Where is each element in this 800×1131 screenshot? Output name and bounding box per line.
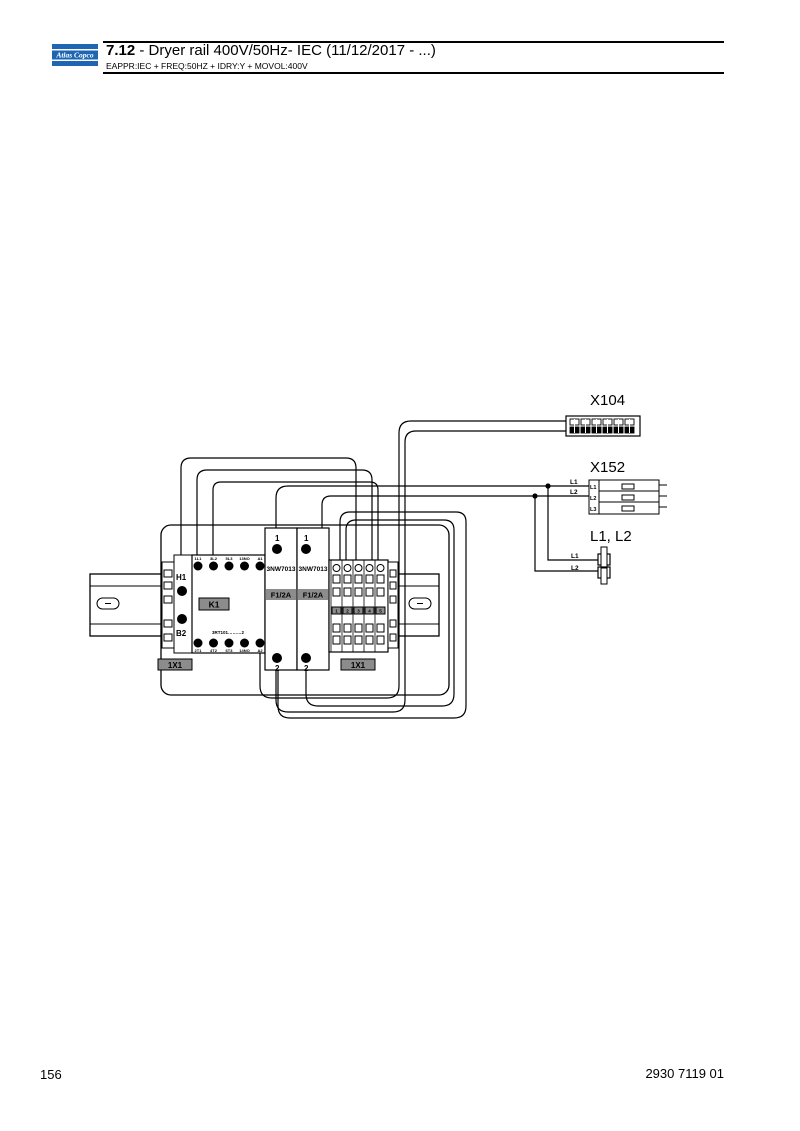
breaker-1-model: 3NW7013: [267, 566, 296, 573]
terminal-slot: [343, 574, 352, 584]
rail-label-1x1-right: 1X1: [351, 661, 366, 670]
page-title: 7.12 - Dryer rail 400V/50Hz- IEC (11/12/…: [106, 42, 436, 60]
k1-bottom-pin: [224, 638, 234, 648]
mounting-plate-outline: [160, 524, 450, 696]
header-top-rule: [103, 41, 724, 43]
terminal-h1-label: H1: [176, 573, 187, 582]
atlas-copco-logo: Atlas Copco: [52, 44, 98, 66]
connector-l1-l2: L1, L2 L1 L2: [571, 528, 632, 585]
k1-top-pin: [255, 561, 265, 571]
k1-top-pins: 1L1 3L2 5L3 13NO A1: [193, 556, 265, 571]
breaker-1-fuse: F1/2A: [271, 591, 292, 600]
k1-bottom-pin-label: 4T2: [210, 648, 218, 653]
header-bottom-rule: [103, 72, 724, 74]
k1-bottom-pin-label: 2T1: [195, 648, 203, 653]
terminal-slot: [376, 574, 385, 584]
document-number: 2930 7119 01: [645, 1066, 724, 1081]
wire-l2-label-x152: L2: [570, 489, 578, 496]
breaker-2-pin-bottom: 2: [304, 664, 309, 673]
k1-top-pin-label: 13NO: [239, 556, 249, 561]
contactor-k1-label: K1: [209, 600, 220, 610]
contactor-model-label: 3RT101………2: [212, 630, 245, 635]
k1-bottom-pin: [240, 638, 249, 648]
k1-bottom-pin-label: A2: [257, 648, 263, 653]
terminal-slot: [332, 574, 341, 584]
wire-l1-label: L1: [571, 553, 579, 560]
connector-x104-label: X104: [590, 392, 625, 409]
k1-bottom-pin-label: 14NO: [239, 648, 249, 653]
breaker-1-pin-top: 1: [275, 534, 280, 543]
svg-text:Atlas Copco: Atlas Copco: [55, 51, 94, 60]
terminal-screw-top: [332, 564, 341, 572]
k1-bottom-pin: [255, 638, 265, 648]
terminal-strip-left: H1 B2 1X1: [157, 554, 193, 671]
k1-bottom-pin: [209, 638, 218, 648]
circuit-breaker-2: 1 3NW7013 F1/2A 2: [296, 527, 330, 673]
terminal-screw-top: [376, 564, 385, 572]
terminal-slot: [365, 574, 374, 584]
k1-top-pin-label: 1L1: [195, 556, 203, 561]
k1-top-pin-label: 3L2: [210, 556, 218, 561]
terminal-slot: [354, 574, 363, 584]
terminal-number: 4: [368, 609, 371, 614]
breaker-2-pin-top: 1: [304, 534, 309, 543]
cable-bundle: [180, 420, 598, 719]
terminal-b2-label: B2: [176, 629, 187, 638]
k1-top-pin: [209, 561, 218, 571]
circuit-breaker-1: 1 3NW7013 F1/2A 2: [264, 527, 298, 673]
connector-x104: X104: [565, 392, 641, 437]
terminal-number: 1: [335, 609, 338, 614]
terminal-block-1x1: 1 2 3 4 5 1X1: [328, 559, 399, 671]
x152-pin-3: L3: [590, 507, 596, 513]
wire-l1-label-x152: L1: [570, 479, 578, 486]
breaker-2-model: 3NW7013: [299, 566, 328, 573]
page-number: 156: [40, 1067, 62, 1082]
k1-top-pin: [224, 561, 234, 571]
section-number: 7.12: [106, 42, 136, 59]
k1-bottom-pin-label: 6T3: [226, 648, 234, 653]
rail-label-1x1-left: 1X1: [168, 661, 183, 670]
k1-top-pin-label: A1: [257, 556, 263, 561]
page-subtitle: EAPPR:IEC + FREQ:50HZ + IDRY:Y + MOVOL:4…: [106, 61, 308, 71]
breaker-1-pin-bottom: 2: [275, 664, 280, 673]
contactor-k1: 1L1 3L2 5L3 13NO A1 K1 3RT101………2 2T1 4T2 6T3 1…: [191, 554, 266, 654]
connector-x152: X152 L1 L2 L1 L2 L3: [570, 459, 667, 515]
connector-l1-l2-label: L1, L2: [590, 528, 632, 545]
k1-top-pin-label: 5L3: [226, 556, 234, 561]
terminal-number: 5: [379, 609, 382, 614]
terminal-screw-top: [354, 564, 363, 572]
wire-l2-label: L2: [571, 565, 579, 572]
terminal-screw-top: [365, 564, 374, 572]
terminal-number: 2: [346, 609, 349, 614]
x152-pin-1: L1: [590, 485, 596, 491]
k1-bottom-pin: [193, 638, 203, 648]
k1-top-pin: [240, 561, 249, 571]
breaker-2-fuse: F1/2A: [303, 591, 324, 600]
terminal-screw-top: [343, 564, 352, 572]
x152-pin-2: L2: [590, 496, 596, 502]
k1-bottom-pins: 2T1 4T2 6T3 14NO A2: [193, 638, 265, 653]
section-title: - Dryer rail 400V/50Hz- IEC (11/12/2017 …: [139, 42, 436, 59]
terminal-columns: 1 2 3 4 5: [330, 560, 386, 652]
connector-x152-label: X152: [590, 459, 625, 476]
terminal-number: 3: [357, 609, 360, 614]
k1-top-pin: [193, 561, 203, 571]
